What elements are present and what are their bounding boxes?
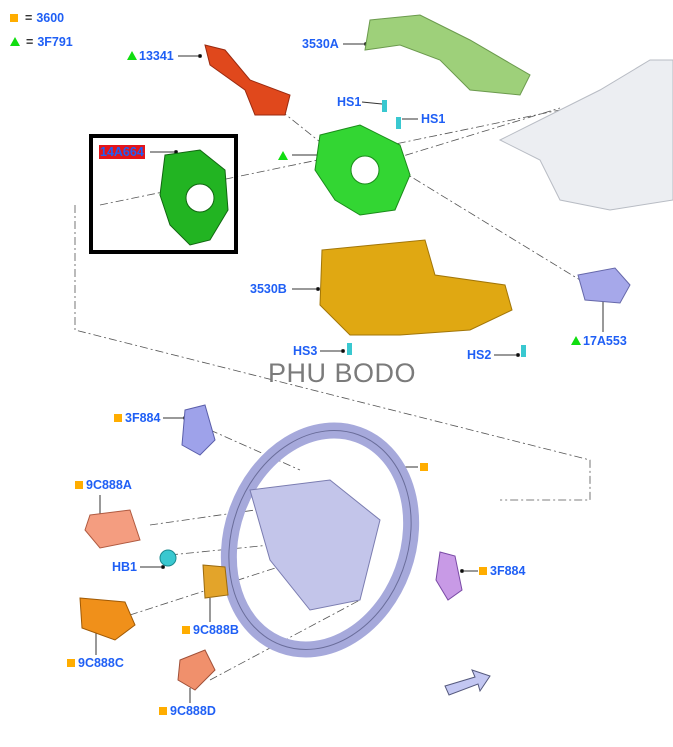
legend-code: 3F791 [37, 35, 73, 49]
hb1-part [159, 549, 177, 567]
callout-9C888C[interactable]: 9C888C [67, 656, 124, 670]
leader-line [74, 205, 591, 501]
3F884-part-right [435, 551, 463, 601]
legend-code: 3600 [36, 11, 65, 25]
callout-label: 3F884 [125, 411, 161, 425]
callout-hs2[interactable]: HS2 [467, 348, 492, 362]
callout-3F791-marker[interactable] [278, 149, 290, 163]
upper-shroud [364, 14, 531, 96]
callout-3F884-left[interactable]: 3F884 [114, 411, 160, 425]
ignition-switch [577, 267, 631, 304]
square-marker-icon [159, 707, 167, 715]
triangle-marker-icon [571, 336, 581, 345]
callout-hs1-left[interactable]: HS1 [337, 95, 362, 109]
triangle-marker-icon [127, 51, 137, 60]
leader-line [389, 107, 561, 161]
callout-label-highlighted: 14A664 [99, 145, 145, 159]
9C888A-part [84, 509, 141, 549]
callout-hs1-right[interactable]: HS1 [421, 112, 446, 126]
callout-13341[interactable]: 13341 [127, 49, 174, 63]
square-marker-icon [10, 14, 18, 22]
callout-9C888D[interactable]: 9C888D [159, 704, 216, 718]
3F884-part-top [181, 404, 216, 456]
legend-equals: = [26, 35, 34, 49]
callout-3530B[interactable]: 3530B [250, 282, 287, 296]
legend-equals: = [25, 11, 33, 25]
triangle-marker-icon [10, 37, 20, 46]
watermark: PHU BODO [268, 358, 417, 388]
callout-label: 13341 [139, 49, 174, 63]
square-marker-icon [420, 463, 428, 471]
direction-arrow [444, 669, 491, 696]
callout-label: 9C888D [170, 704, 216, 718]
steering-column [498, 59, 673, 211]
callout-9C888A[interactable]: 9C888A [75, 478, 132, 492]
hs1-screw [382, 100, 387, 112]
hs2-screw [521, 345, 526, 357]
callout-3600-marker[interactable] [420, 460, 431, 474]
callout-label: 3F884 [490, 564, 526, 578]
detail-box [89, 134, 238, 254]
legend-item-triangle: =3F791 [10, 35, 73, 49]
lower-shroud [319, 239, 513, 336]
leader-line [399, 169, 581, 281]
triangle-marker-icon [278, 151, 288, 160]
leader-line [209, 429, 301, 471]
callout-label: 9C888C [78, 656, 124, 670]
wiper-lever [204, 44, 291, 116]
hs3-screw [347, 343, 352, 355]
callout-hs3[interactable]: HS3 [293, 344, 318, 358]
callout-3530A[interactable]: 3530A [302, 37, 339, 51]
square-marker-icon [75, 481, 83, 489]
square-marker-icon [479, 567, 487, 575]
callout-9C888B[interactable]: 9C888B [182, 623, 239, 637]
9C888D-part [177, 649, 216, 691]
callout-label: 9C888B [193, 623, 239, 637]
callout-3F884-right[interactable]: 3F884 [479, 564, 525, 578]
9C888B-part [202, 564, 229, 599]
square-marker-icon [114, 414, 122, 422]
square-marker-icon [182, 626, 190, 634]
leader-line [99, 109, 561, 206]
steering-wheel-hub [249, 479, 381, 611]
callout-label: 9C888A [86, 478, 132, 492]
leader-line [169, 539, 321, 556]
9C888C-part [79, 597, 136, 641]
leader-line [129, 559, 301, 616]
callout-label: 17A553 [583, 334, 627, 348]
callout-hb1[interactable]: HB1 [112, 560, 138, 574]
callout-14A664[interactable]: 14A664 [99, 145, 145, 159]
callout-17A553[interactable]: 17A553 [571, 334, 627, 348]
legend-item-square: =3600 [10, 11, 64, 25]
hs1-screw [396, 117, 401, 129]
square-marker-icon [67, 659, 75, 667]
